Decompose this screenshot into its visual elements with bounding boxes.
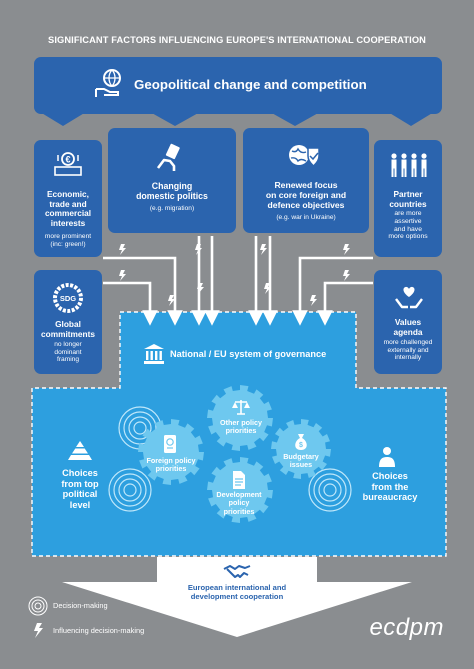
- page-title: SIGNIFICANT FACTORS INFLUENCING EUROPE'S…: [48, 35, 426, 45]
- lightning-markers: [119, 244, 350, 306]
- top-banner-label: Geopolitical change and competition: [134, 77, 367, 92]
- economic-desc: more prominent(inc: green!): [44, 233, 92, 248]
- money-bag-icon: $: [295, 434, 307, 450]
- svg-text:SDG: SDG: [60, 294, 76, 303]
- passport-icon: [164, 435, 176, 453]
- security-desc: (e.g. war in Ukraine): [276, 214, 336, 221]
- governance-label: National / EU system of governance: [170, 349, 327, 359]
- box-global: [34, 270, 102, 374]
- box-security: [243, 128, 369, 233]
- box-economic: [34, 140, 102, 257]
- person-icon: [379, 447, 395, 467]
- ecdpm-logo: ecdpm: [369, 614, 444, 641]
- gear-development-policy: [207, 457, 273, 523]
- concentric-circles-icon: [28, 596, 48, 616]
- hands-heart-icon: [395, 286, 423, 309]
- government-building-icon: [144, 344, 164, 364]
- box-domestic: [108, 128, 236, 233]
- output-arrow: [62, 557, 412, 637]
- scales-icon: [232, 400, 250, 415]
- top-banner: [34, 57, 442, 114]
- lightning-icon: [34, 623, 43, 638]
- euro-money-icon: €: [54, 152, 82, 176]
- gear-other-policy: [207, 385, 273, 451]
- svg-text:$: $: [299, 442, 303, 449]
- connector-arrows: [103, 236, 373, 326]
- sdg-wheel-icon: SDG: [53, 283, 83, 313]
- legend-influencing: Influencing decision-making: [53, 626, 145, 635]
- people-group-icon: [391, 153, 427, 177]
- svg-text:€: €: [65, 155, 70, 165]
- document-icon: [233, 471, 245, 489]
- legend-decision-making: Decision-making: [53, 601, 108, 610]
- handshake-icon: [223, 565, 251, 578]
- domestic-desc: (e.g. migration): [149, 205, 195, 212]
- banner-arrows: [40, 112, 434, 126]
- box-values: [374, 270, 442, 374]
- pyramid-icon: [68, 441, 92, 460]
- ballot-hand-icon: [156, 143, 180, 171]
- globe-hand-icon: [95, 69, 121, 97]
- globe-shield-icon: [289, 145, 320, 168]
